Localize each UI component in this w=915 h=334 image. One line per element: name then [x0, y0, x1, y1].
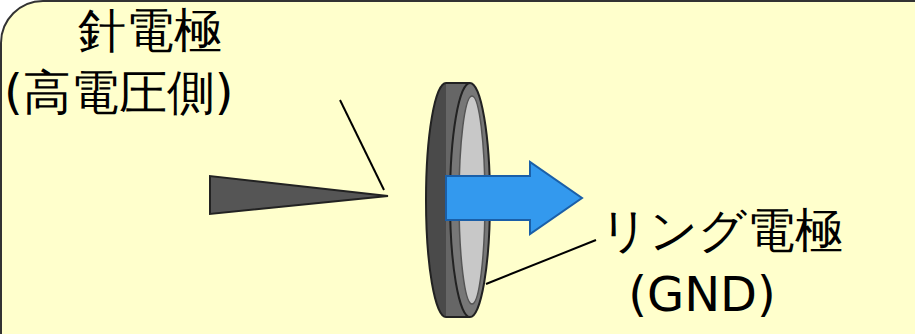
electrode-note: (GND) — [628, 268, 776, 321]
electrode-name: リング電極 — [600, 204, 843, 257]
electrode-name: 針電極 — [78, 4, 222, 57]
leader-line — [486, 240, 596, 284]
electrode-note: (高電圧側) — [4, 66, 233, 119]
leader-line — [340, 100, 384, 190]
needle-electrode — [210, 176, 388, 214]
flow-arrow — [446, 162, 582, 234]
